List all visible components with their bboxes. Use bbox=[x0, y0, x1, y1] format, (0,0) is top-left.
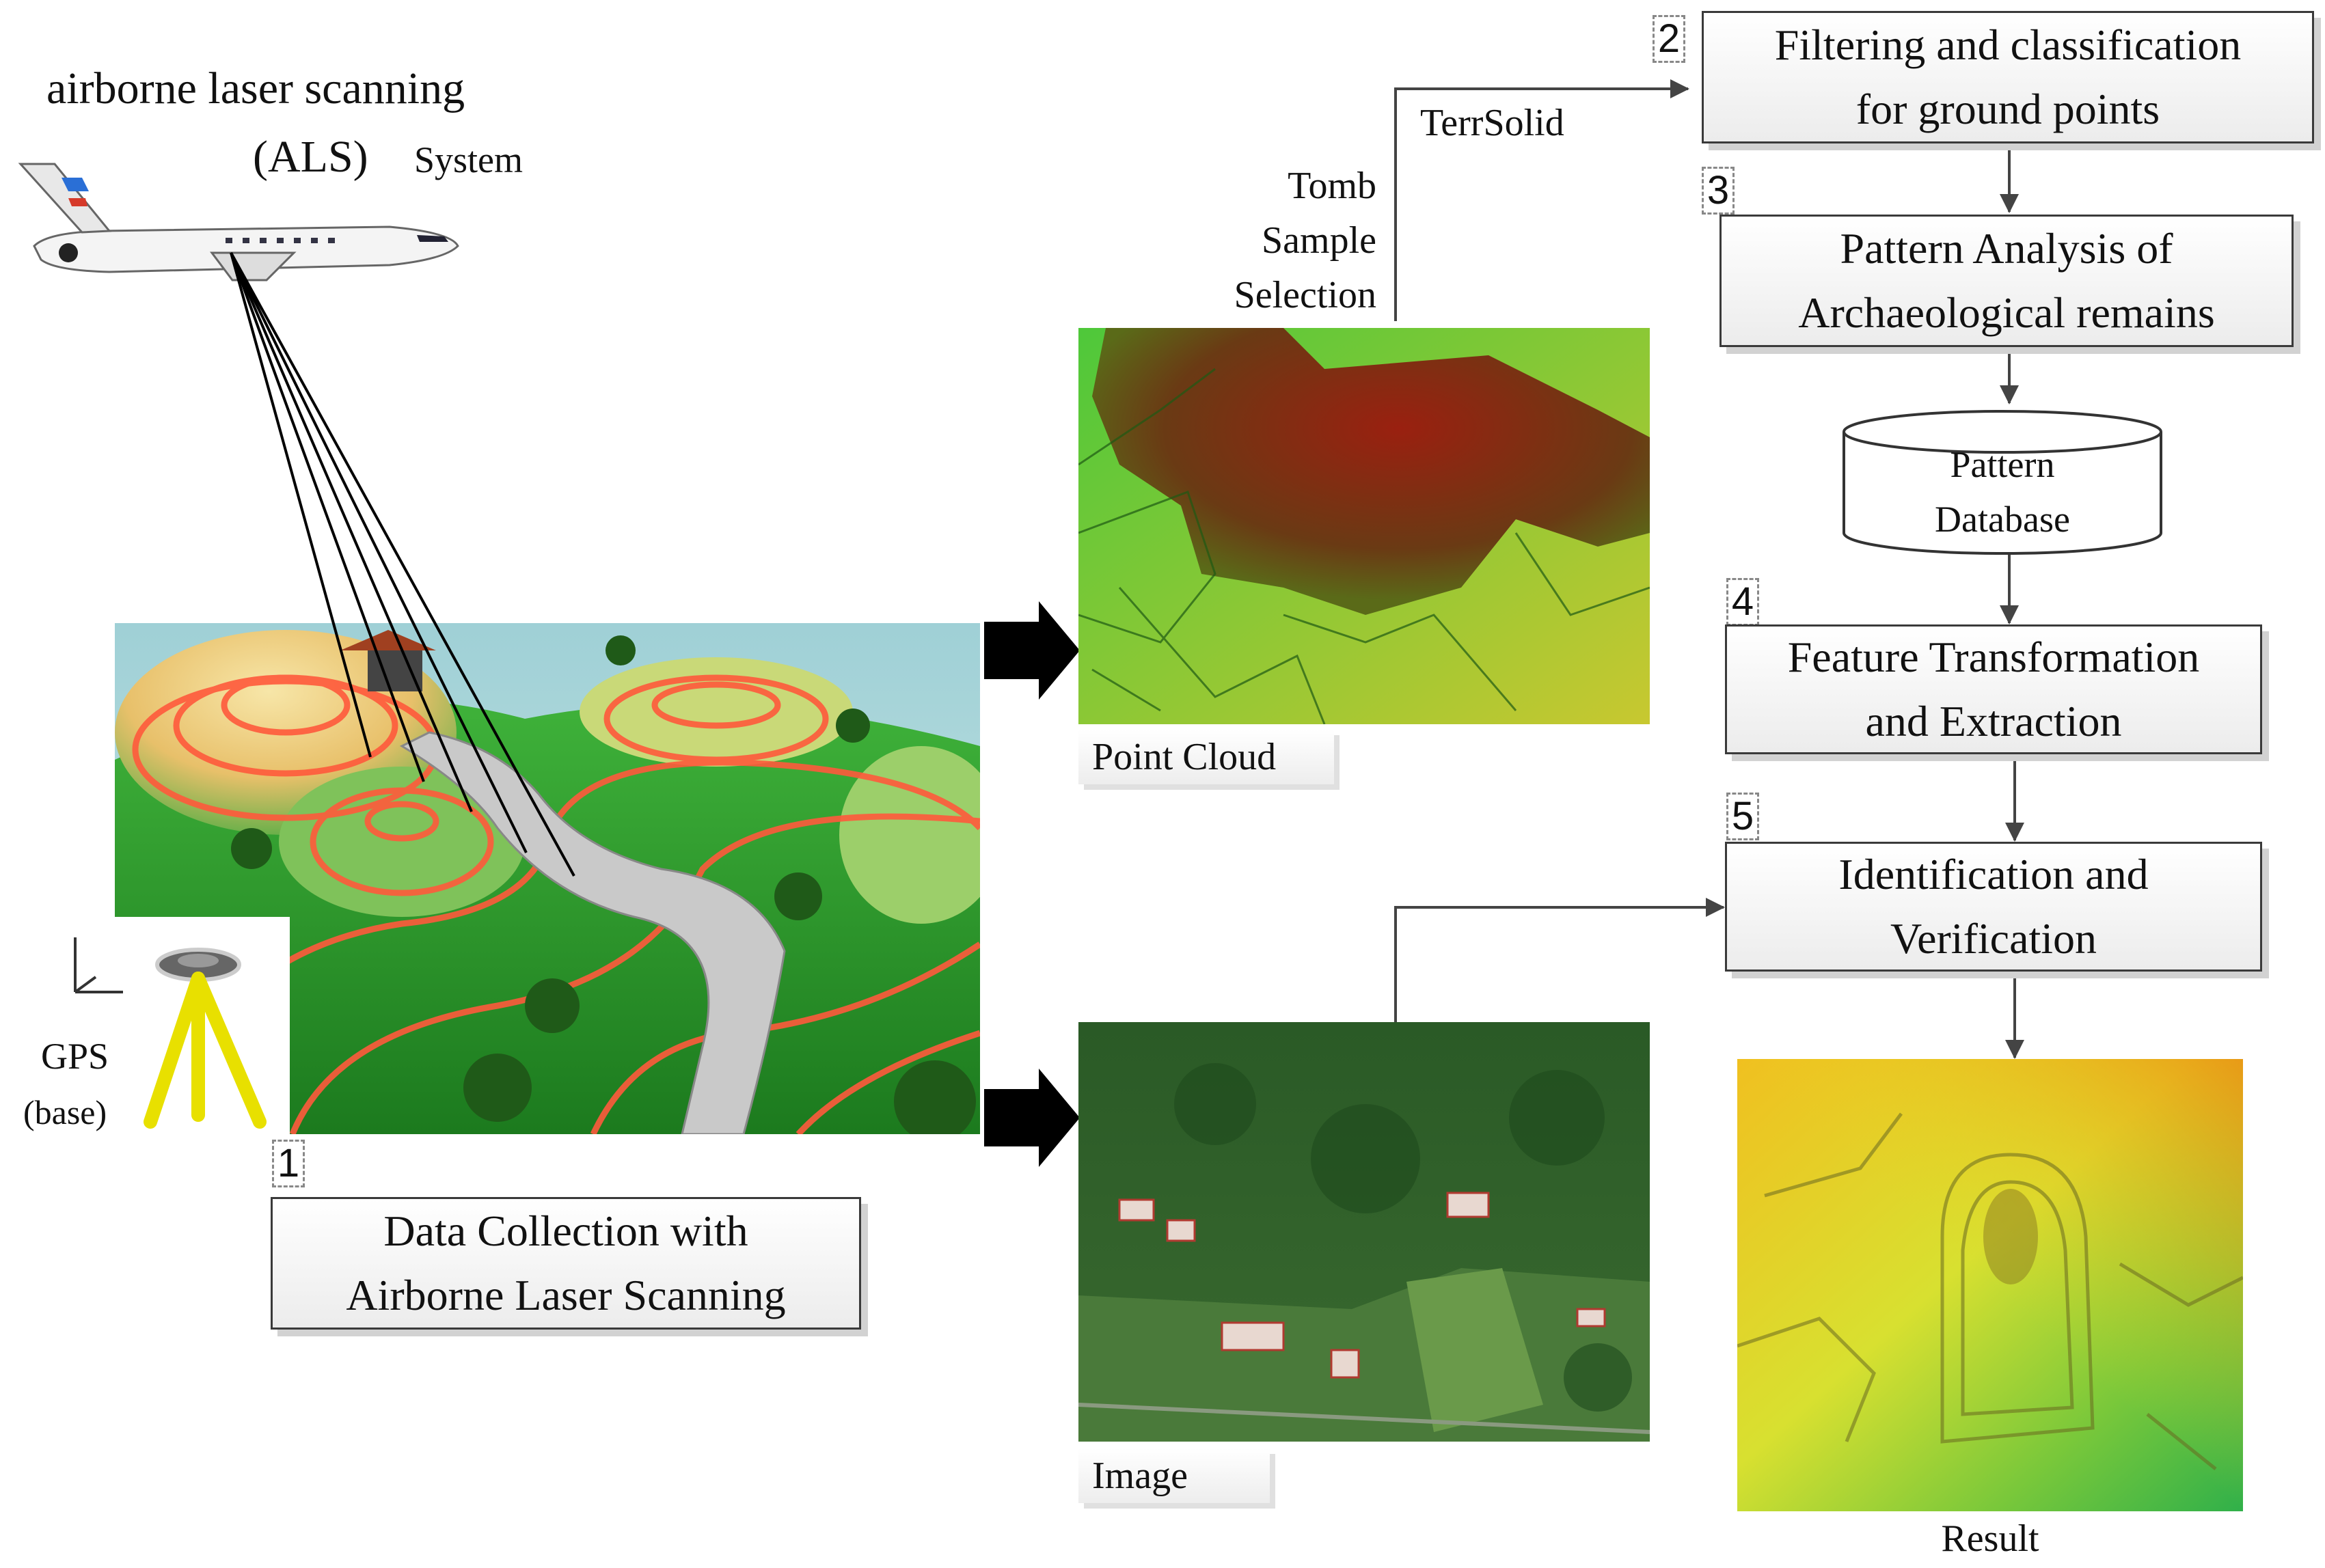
aerial-image bbox=[1078, 1022, 1650, 1442]
als-system: System bbox=[414, 139, 524, 180]
db-line-2: Database bbox=[1935, 499, 2070, 540]
result-caption: Result bbox=[1941, 1517, 2039, 1560]
gps-tripod-icon bbox=[74, 937, 267, 1129]
step-3-line-1: Pattern Analysis of bbox=[1840, 224, 2173, 273]
step-4-line-1: Feature Transformation bbox=[1787, 633, 2200, 681]
airplane-icon bbox=[18, 163, 459, 281]
step-5-line-2: Verification bbox=[1890, 914, 2097, 963]
tomb-line-2: Sample bbox=[1262, 219, 1376, 262]
arrow-image-to-identification bbox=[1394, 898, 1725, 1025]
big-arrow-to-image bbox=[984, 1069, 1080, 1167]
step-3-pattern-analysis: Pattern Analysis of Archaeological remai… bbox=[1719, 215, 2294, 347]
point-cloud-image bbox=[1078, 328, 1650, 724]
step-4-number: 4 bbox=[1726, 578, 1759, 626]
pattern-database-icon bbox=[1843, 410, 2162, 555]
tomb-line-1: Tomb bbox=[1288, 165, 1376, 207]
arrow-to-filtering bbox=[1394, 79, 1689, 321]
step-2-line-1: Filtering and classification bbox=[1774, 20, 2242, 69]
db-line-1: Pattern bbox=[1950, 444, 2055, 485]
step-5-number: 5 bbox=[1726, 793, 1759, 840]
image-caption: Image bbox=[1078, 1448, 1270, 1503]
result-image bbox=[1737, 1059, 2243, 1511]
step-1-data-collection: Data Collection with Airborne Laser Scan… bbox=[271, 1197, 861, 1330]
terrsolid-label: TerrSolid bbox=[1420, 102, 1564, 144]
step-1-line-2: Airborne Laser Scanning bbox=[346, 1271, 786, 1319]
step-3-number: 3 bbox=[1702, 167, 1735, 215]
als-abbr: (ALS) bbox=[253, 132, 368, 182]
gps-base-station bbox=[0, 917, 290, 1134]
big-arrow-to-pointcloud bbox=[984, 601, 1080, 700]
als-title: airborne laser scanning bbox=[46, 64, 465, 113]
step-5-identification: Identification and Verification bbox=[1725, 842, 2262, 972]
step-1-line-1: Data Collection with bbox=[383, 1207, 748, 1255]
step-2-filtering: Filtering and classification for ground … bbox=[1702, 11, 2314, 143]
step-2-number: 2 bbox=[1653, 15, 1685, 63]
step-3-line-2: Archaeological remains bbox=[1798, 288, 2215, 337]
point-cloud-caption: Point Cloud bbox=[1078, 730, 1334, 784]
step-1-number: 1 bbox=[272, 1140, 305, 1187]
step-5-line-1: Identification and bbox=[1838, 850, 2149, 898]
tomb-sample-selection: Tomb Sample Selection bbox=[1178, 159, 1376, 322]
gps-label: GPS bbox=[41, 1036, 109, 1077]
tomb-line-3: Selection bbox=[1234, 274, 1376, 316]
step-4-feature-transformation: Feature Transformation and Extraction bbox=[1725, 624, 2262, 754]
step-4-line-2: and Extraction bbox=[1865, 697, 2122, 745]
step-2-line-2: for ground points bbox=[1855, 85, 2160, 133]
gps-sub-label: (base) bbox=[23, 1093, 107, 1131]
pattern-database: Pattern Database bbox=[1838, 437, 2166, 547]
